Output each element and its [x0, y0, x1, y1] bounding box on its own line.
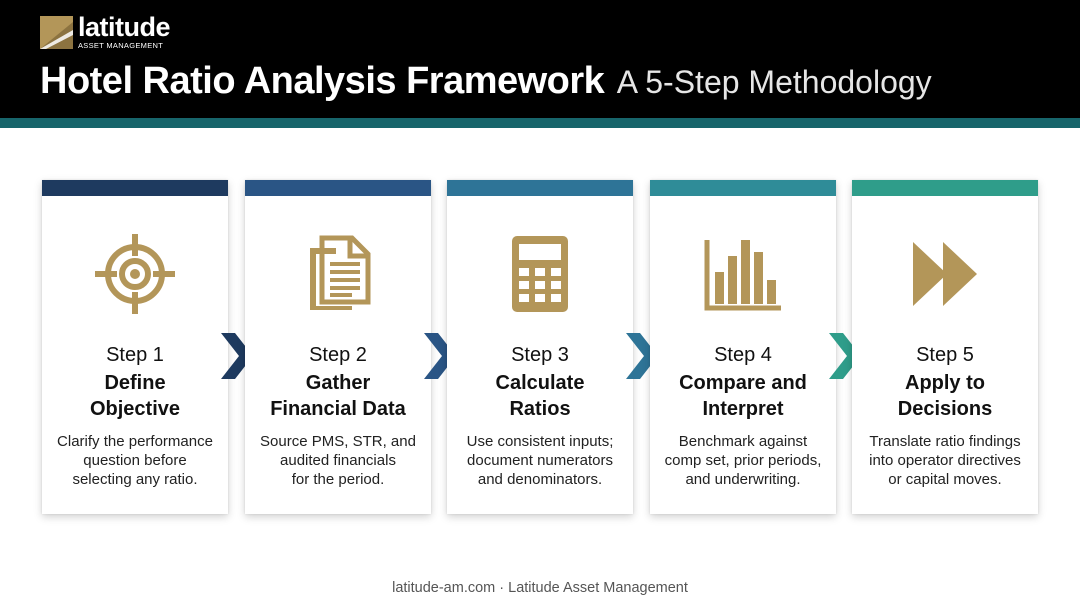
step-desc-line: Benchmark against	[678, 433, 808, 450]
step-card-bar	[42, 180, 228, 196]
fast-forward-icon	[913, 242, 977, 306]
step-description: Benchmark against comp set, prior period…	[656, 432, 830, 489]
step-card-bar	[852, 180, 1038, 196]
step-title: Define Objective	[42, 370, 228, 422]
step-desc-line: into operator directives	[869, 452, 1021, 469]
step-number: Step 3	[511, 344, 569, 366]
step-desc-line: document numerators	[467, 452, 613, 469]
step-description: Use consistent inputs; document numerato…	[453, 432, 627, 489]
step-title-line: Ratios	[509, 398, 571, 420]
step-title-line: Decisions	[897, 398, 993, 420]
title-sub: A 5-Step Methodology	[616, 64, 932, 100]
step-desc-line: for the period.	[291, 471, 385, 488]
step-desc-line: Use consistent inputs;	[466, 433, 614, 450]
documents-icon	[310, 235, 371, 310]
step-desc-line: Translate ratio findings	[869, 433, 1021, 450]
step-desc-line: Source PMS, STR, and	[260, 433, 416, 450]
step-description: Translate ratio findings into operator d…	[858, 432, 1032, 489]
step-description: Clarify the performance question before …	[48, 432, 222, 489]
step-card-bar	[650, 180, 836, 196]
step-title: Calculate Ratios	[447, 370, 633, 422]
header-stripe	[0, 118, 1080, 128]
step-title-line: Gather	[305, 372, 371, 394]
step-description: Source PMS, STR, and audited financials …	[251, 432, 425, 489]
page-title: Hotel Ratio Analysis Framework A 5-Step …	[40, 60, 932, 103]
step-desc-line: Clarify the performance	[57, 433, 213, 450]
step-title: Gather Financial Data	[245, 370, 431, 422]
title-main: Hotel Ratio Analysis Framework	[40, 60, 605, 102]
step-number: Step 4	[714, 344, 772, 366]
step-desc-line: audited financials	[280, 452, 396, 469]
step-title-line: Apply to	[905, 372, 985, 394]
step-title: Apply to Decisions	[852, 370, 1038, 422]
step-number: Step 5	[916, 344, 974, 366]
step-card-2: Step 2 Gather Financial Data Source PMS,…	[245, 180, 431, 514]
calculator-icon	[512, 236, 568, 312]
step-title-line: Financial Data	[270, 398, 406, 420]
step-card-1: Step 1 Define Objective Clarify the perf…	[42, 180, 228, 514]
header: latitude ASSET MANAGEMENT Hotel Ratio An…	[0, 0, 1080, 118]
step-card-4: Step 4 Compare and Interpret Benchmark a…	[650, 180, 836, 514]
step-desc-line: comp set, prior periods,	[664, 452, 822, 469]
step-desc-line: and underwriting.	[685, 471, 801, 488]
step-title-line: Objective	[89, 398, 181, 420]
step-desc-line: and denominators.	[477, 471, 603, 488]
step-number: Step 1	[106, 344, 164, 366]
step-card-bar	[245, 180, 431, 196]
step-card-bar	[447, 180, 633, 196]
bar-chart-icon	[704, 240, 781, 311]
logo-mark-icon	[40, 16, 73, 49]
step-desc-line: selecting any ratio.	[72, 471, 198, 488]
step-number: Step 2	[309, 344, 367, 366]
step-title-line: Define	[104, 372, 166, 394]
step-title-line: Interpret	[702, 398, 784, 420]
step-desc-line: or capital moves.	[888, 471, 1002, 488]
brand-tagline: ASSET MANAGEMENT	[78, 41, 164, 50]
target-icon	[95, 234, 175, 314]
step-card-5: Step 5 Apply to Decisions Translate rati…	[852, 180, 1038, 514]
step-card-3: Step 3 Calculate Ratios Use consistent i…	[447, 180, 633, 514]
step-title: Compare and Interpret	[650, 370, 836, 422]
step-title-line: Calculate	[495, 372, 585, 394]
step-title-line: Compare and	[679, 372, 807, 394]
brand-name: latitude	[78, 12, 171, 42]
footer-text: latitude-am.com · Latitude Asset Managem…	[392, 580, 688, 596]
step-desc-line: question before	[83, 452, 187, 469]
